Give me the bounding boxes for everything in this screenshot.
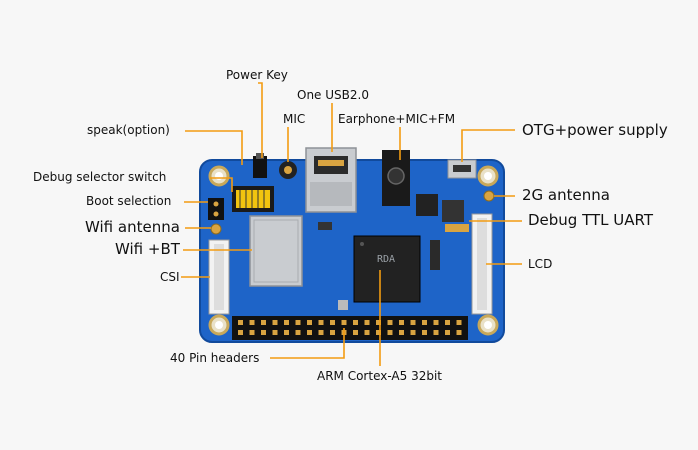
audio-ic — [416, 194, 438, 216]
csi-connector — [208, 239, 230, 315]
header-pin — [353, 320, 358, 325]
inductor — [442, 200, 464, 222]
header-pin — [387, 320, 393, 325]
header-pin — [445, 330, 450, 335]
wifi-antenna-connector — [210, 223, 222, 235]
label-speak: speak(option) — [87, 123, 170, 137]
header-pin — [410, 320, 416, 325]
leader-debug-selector — [210, 177, 233, 192]
label-cpu: ARM Cortex-A5 32bit — [317, 369, 442, 383]
header-pin — [318, 330, 324, 335]
header-pin — [249, 330, 255, 335]
header-pin — [353, 330, 358, 335]
leader-lines — [181, 82, 522, 366]
power-key — [253, 153, 267, 178]
wifi-bt-module — [249, 215, 303, 287]
header-pin — [261, 330, 266, 335]
small-component — [430, 240, 440, 270]
otg-port — [447, 159, 477, 179]
header-pin — [399, 320, 404, 325]
cpu-chip: RDA — [353, 235, 421, 303]
header-pin — [307, 320, 312, 325]
label-wifi-antenna: Wifi antenna — [85, 218, 180, 236]
leader-speak — [185, 130, 243, 165]
header-pin — [272, 320, 278, 325]
header-pin — [318, 320, 324, 325]
small-component — [318, 222, 332, 230]
header-pin — [410, 330, 416, 335]
earphone-jack — [382, 150, 410, 206]
header-pin — [284, 320, 289, 325]
header-pin — [387, 330, 393, 335]
header-pin — [376, 320, 381, 325]
label-otg: OTG+power supply — [522, 121, 668, 139]
header-pin — [330, 320, 335, 325]
header-pin — [249, 320, 255, 325]
label-one-usb: One USB2.0 — [297, 88, 369, 102]
header-pin — [272, 330, 278, 335]
header-pin — [364, 320, 370, 325]
small-component — [338, 300, 348, 310]
header-pin — [445, 320, 450, 325]
debug-selector-switch — [232, 186, 274, 212]
leader-pin-headers — [270, 328, 345, 359]
header-pin — [261, 320, 266, 325]
header-pin — [422, 330, 427, 335]
label-lcd: LCD — [528, 257, 553, 271]
header-pin — [433, 330, 439, 335]
header-pin — [295, 320, 301, 325]
debug-uart-pads — [445, 224, 469, 232]
antenna-2g-connector — [483, 190, 495, 202]
header-pin — [238, 330, 243, 335]
label-wifi-bt: Wifi +BT — [115, 240, 180, 258]
label-mic: MIC — [283, 112, 306, 126]
mount-hole — [484, 321, 492, 329]
header-pin — [399, 330, 404, 335]
usb-port — [305, 147, 357, 213]
mount-hole — [215, 321, 223, 329]
leader-power-key — [258, 82, 263, 158]
label-pin-headers: 40 Pin headers — [170, 351, 260, 365]
mic-component — [279, 161, 297, 179]
header-pin — [456, 330, 462, 335]
header-pin — [238, 320, 243, 325]
header-pin — [364, 330, 370, 335]
label-boot-selection: Boot selection — [86, 194, 172, 208]
boot-selection-jumper — [208, 198, 224, 220]
pin-header-40 — [232, 316, 468, 340]
label-2g-antenna: 2G antenna — [522, 186, 610, 204]
header-pin — [341, 320, 347, 325]
label-csi: CSI — [160, 270, 180, 284]
header-pin — [295, 330, 301, 335]
label-power-key: Power Key — [226, 68, 288, 82]
label-earphone: Earphone+MIC+FM — [338, 112, 456, 126]
header-pin — [376, 330, 381, 335]
header-pin — [456, 320, 462, 325]
header-pin — [284, 330, 289, 335]
header-pin — [307, 330, 312, 335]
cpu-marking: RDA — [377, 254, 395, 265]
label-debug-selector: Debug selector switch — [33, 170, 167, 184]
header-pin — [422, 320, 427, 325]
mount-hole — [484, 172, 492, 180]
header-pin — [330, 330, 335, 335]
label-debug-uart: Debug TTL UART — [528, 211, 654, 229]
leader-otg — [461, 129, 515, 162]
header-pin — [433, 320, 439, 325]
